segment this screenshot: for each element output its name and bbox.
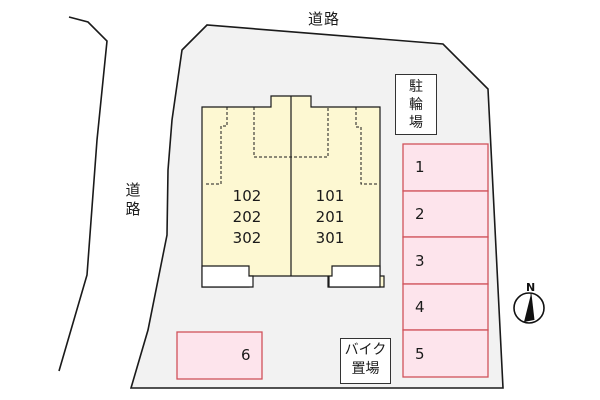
road-label-left: 道 路	[124, 181, 142, 219]
entrance-left	[201, 265, 254, 288]
bicycle-parking-area: 駐 輪 場	[395, 74, 437, 135]
road-label-left-char2: 路	[125, 200, 141, 218]
motorbike-parking-area: バイク 置場	[340, 338, 391, 384]
parking-number-4: 4	[415, 298, 425, 316]
north-arrow-icon	[513, 292, 545, 324]
unit-group-right: 101 201 301	[305, 186, 355, 249]
parking-space-3	[402, 236, 489, 285]
balcony-outlines	[204, 107, 378, 185]
unit-201: 201	[315, 208, 345, 226]
bicycle-parking-char2: 輪	[409, 97, 423, 113]
compass-north-label: N	[526, 281, 536, 294]
left-road-boundary	[58, 16, 108, 372]
bicycle-parking-char1: 駐	[409, 79, 423, 95]
parking-space-4	[402, 283, 489, 331]
motorbike-parking-line2: 置場	[351, 361, 380, 377]
bicycle-parking-char3: 場	[409, 115, 423, 131]
parking-column	[402, 143, 489, 378]
parking-space-6	[176, 331, 263, 380]
motorbike-parking-line1: バイク	[344, 342, 387, 358]
road-label-top: 道路	[308, 10, 341, 28]
unit-302: 302	[232, 229, 262, 247]
unit-102: 102	[232, 187, 262, 205]
parking-number-3: 3	[415, 252, 425, 270]
parking-space-5	[402, 329, 489, 378]
entrance-right	[328, 265, 381, 288]
unit-group-left: 102 202 302	[222, 186, 272, 249]
parking-number-2: 2	[415, 205, 425, 223]
parking-space-2	[402, 190, 489, 238]
parking-number-1: 1	[415, 158, 425, 176]
road-label-left-char1: 道	[125, 181, 141, 199]
unit-202: 202	[232, 208, 262, 226]
unit-101: 101	[315, 187, 345, 205]
unit-301: 301	[315, 229, 345, 247]
parking-number-6: 6	[241, 346, 251, 364]
parking-number-5: 5	[415, 345, 425, 363]
